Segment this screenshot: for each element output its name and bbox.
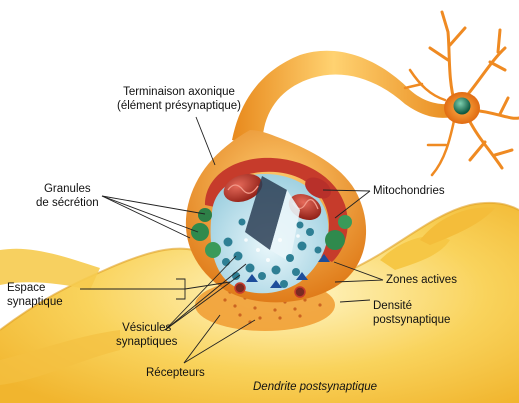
label-postsynaptic-density: Densité postsynaptique: [373, 299, 450, 327]
nucleus: [454, 98, 471, 115]
label-mitochondria: Mitochondries: [373, 184, 445, 198]
label-synaptic-cleft: Espace synaptique: [7, 281, 63, 309]
label-axon-terminal: Terminaison axonique (élément présynapti…: [117, 85, 241, 113]
label-postsynaptic-dendrite: Dendrite postsynaptique: [253, 380, 377, 394]
label-secretory-granules: Granules de sécrétion: [36, 182, 99, 210]
label-receptors: Récepteurs: [146, 366, 205, 380]
label-active-zones: Zones actives: [386, 273, 457, 287]
label-synaptic-vesicles: Vésicules synaptiques: [116, 321, 177, 349]
